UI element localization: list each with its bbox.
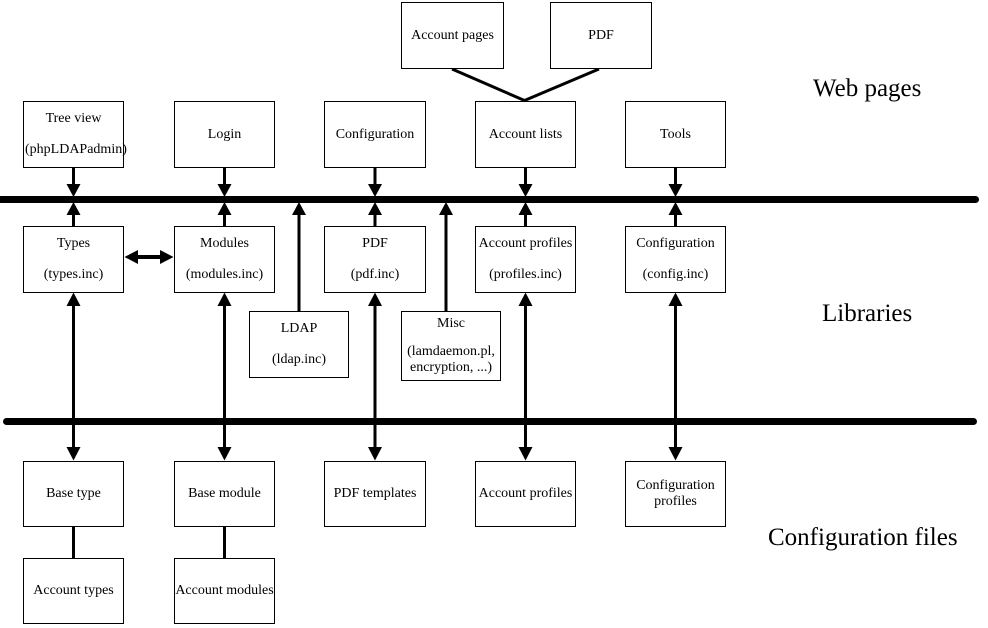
box-label: Tools xyxy=(660,126,691,142)
box-label: PDF templates xyxy=(333,486,417,501)
box-modules: Modules (modules.inc) xyxy=(174,226,275,293)
box-account-types: Account types xyxy=(23,558,124,624)
connector-configuration-lib-profiles xyxy=(668,292,683,461)
connector-ldap-bus xyxy=(292,202,306,311)
connector-login-modules xyxy=(217,168,232,226)
box-label: Login xyxy=(207,126,242,142)
connector-account-pages-pdf-to-account-lists xyxy=(451,67,600,103)
box-ldap: LDAP (ldap.inc) xyxy=(249,311,349,378)
box-label: Account profiles xyxy=(478,486,573,501)
box-sublabel: (types.inc) xyxy=(43,267,104,282)
connector-modules-base-module xyxy=(217,292,232,461)
box-sublabel: (profiles.inc) xyxy=(489,267,562,282)
connector-account-lists-account-profiles xyxy=(518,168,533,226)
box-label: PDF xyxy=(588,27,614,43)
section-label-web-pages: Web pages xyxy=(813,75,922,102)
connector-account-profiles-lib-conf xyxy=(518,292,533,461)
box-sublabel: (ldap.inc) xyxy=(271,352,327,367)
connector-tools-configuration xyxy=(668,168,683,226)
box-configuration-profiles: Configuration profiles xyxy=(625,461,726,527)
connector-configuration-pdf xyxy=(368,168,382,226)
box-sublabel: (phpLDAPadmin) xyxy=(25,142,127,157)
box-label: Configuration profiles xyxy=(636,478,715,509)
box-account-pages: Account pages xyxy=(401,2,504,69)
box-label: Base module xyxy=(188,486,261,501)
box-sublabel: (config.inc) xyxy=(642,267,709,282)
box-misc: Misc (lamdaemon.pl, encryption, ...) xyxy=(401,311,501,381)
box-label: Modules xyxy=(200,236,249,251)
box-tools: Tools xyxy=(625,101,726,168)
box-account-lists: Account lists xyxy=(475,101,576,168)
box-label: Configuration xyxy=(636,236,715,251)
box-label: Tree view xyxy=(45,111,102,126)
section-label-configuration-files: Configuration files xyxy=(768,524,958,551)
connector-pdf-pdf-templates xyxy=(368,292,382,461)
box-label: Account lists xyxy=(488,126,563,142)
connector-types-base-type xyxy=(66,292,81,461)
box-login: Login xyxy=(174,101,275,168)
connector-misc-bus xyxy=(439,202,453,311)
box-tree-view: Tree view (phpLDAPadmin) xyxy=(23,101,127,168)
box-account-profiles-lib: Account profiles (profiles.inc) xyxy=(475,226,576,293)
box-account-modules: Account modules xyxy=(174,558,275,624)
connector-types-modules xyxy=(124,250,174,264)
box-label: Misc xyxy=(437,316,465,331)
box-sublabel: (pdf.inc) xyxy=(350,267,400,282)
box-label: PDF xyxy=(362,236,388,251)
box-label: LDAP xyxy=(280,321,318,336)
box-label: Types xyxy=(56,236,91,251)
section-label-libraries: Libraries xyxy=(822,300,913,327)
box-label: Base type xyxy=(46,486,101,501)
box-label: Configuration xyxy=(335,126,415,142)
box-sublabel: (lamdaemon.pl, encryption, ...) xyxy=(407,344,495,375)
connector-tree-view-types xyxy=(66,168,81,226)
box-pdf-top: PDF xyxy=(550,2,652,69)
box-label: Account profiles xyxy=(478,236,573,251)
box-base-type: Base type xyxy=(23,461,124,527)
box-pdf-templates: PDF templates xyxy=(324,461,426,527)
box-configuration-web: Configuration xyxy=(324,101,426,168)
box-base-module: Base module xyxy=(174,461,275,527)
box-label: Account pages xyxy=(411,27,494,43)
box-label: Account modules xyxy=(175,583,274,598)
box-account-profiles-conf: Account profiles xyxy=(475,461,576,527)
box-pdf-lib: PDF (pdf.inc) xyxy=(324,226,426,293)
box-configuration-lib: Configuration (config.inc) xyxy=(625,226,726,293)
box-sublabel: (modules.inc) xyxy=(185,267,264,282)
box-label: Account types xyxy=(33,583,114,598)
box-types: Types (types.inc) xyxy=(23,226,124,293)
